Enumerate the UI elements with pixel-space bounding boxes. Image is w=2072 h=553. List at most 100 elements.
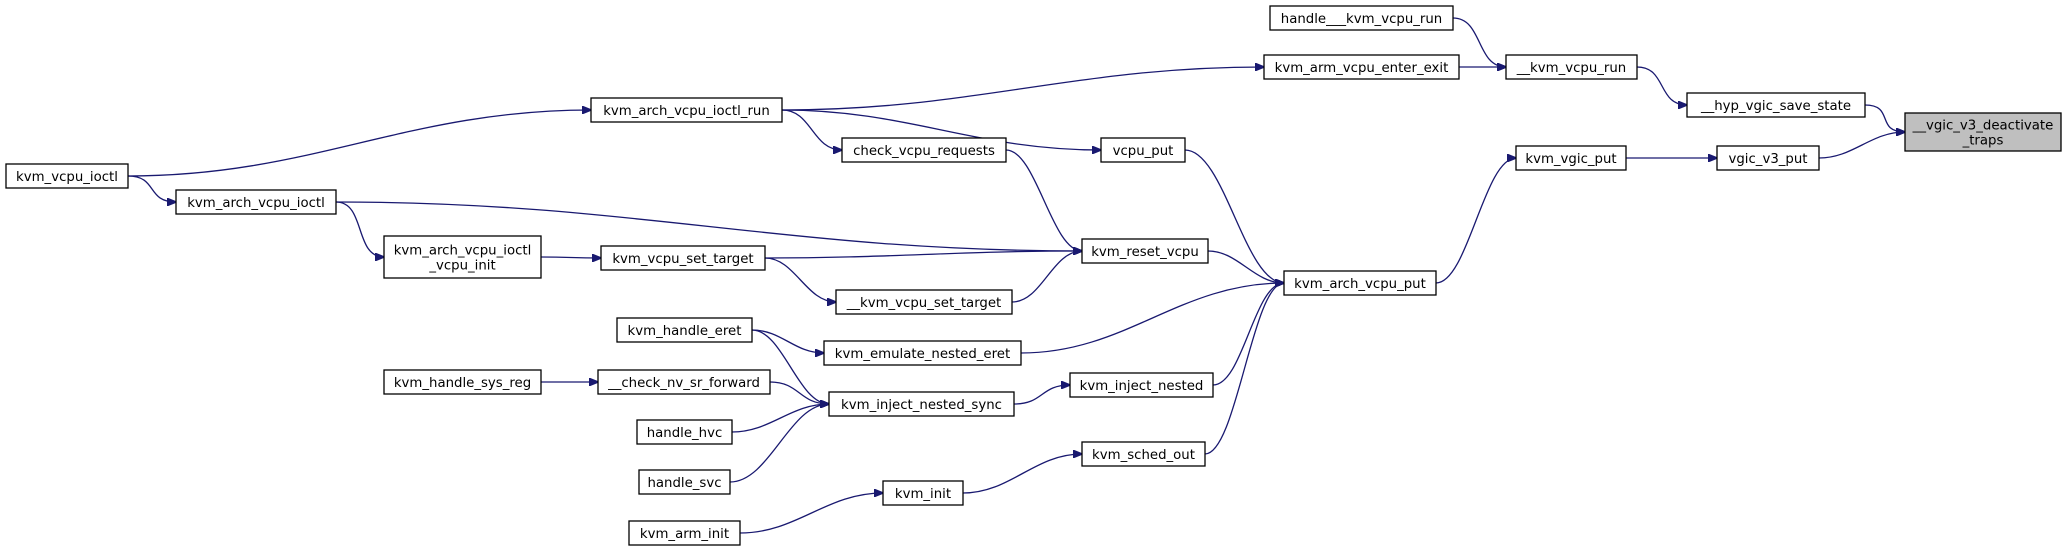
node-vgic-v3-put[interactable]: vgic_v3_put [1716, 145, 1820, 171]
node-box [1515, 145, 1627, 171]
edge-line [1204, 283, 1284, 455]
edge-line [1005, 149, 1082, 251]
edge-line [335, 201, 384, 257]
edge-line [1207, 250, 1284, 283]
edge-line [729, 404, 829, 483]
node-box [383, 235, 542, 279]
node-label: vcpu_put [1113, 144, 1174, 159]
node-kvm-arch-vcpu-ioctl[interactable]: kvm_arch_vcpu_ioctl [175, 189, 337, 215]
edge-line [1020, 283, 1284, 354]
node-label: handle_hvc [647, 426, 723, 441]
node-box [616, 317, 753, 343]
edge-line [335, 201, 1082, 251]
edge-line [1818, 132, 1905, 159]
node-kvm-vcpu-set-target[interactable]: kvm_vcpu_set_target [600, 245, 766, 271]
node-box [383, 369, 542, 395]
edge-hyp-vgic-save-state-to-deactivate-traps [1864, 104, 1905, 132]
edge-kvm-arch-vcpu-ioctl-run-to-check-vcpu-requests [781, 109, 842, 150]
edge-kvm-arch-vcpu-ioctl-vcpu-init-to-kvm-vcpu-set-target [540, 257, 601, 258]
node-kvm-init[interactable]: kvm_init [882, 480, 964, 506]
edge-kvm-inject-nested-to-kvm-arch-vcpu-put [1212, 283, 1284, 386]
node-kvm-sched-out[interactable]: kvm_sched_out [1081, 441, 1206, 467]
node-box [1904, 112, 2062, 152]
node-handle-svc[interactable]: handle_svc [638, 469, 731, 495]
node-label: __vgic_v3_deactivate [1912, 119, 2054, 134]
edge-line [1452, 17, 1506, 67]
node-kvm-inject-nested-sync[interactable]: kvm_inject_nested_sync [828, 391, 1015, 417]
edge-vgic-v3-put-to-deactivate-traps [1818, 132, 1905, 159]
edge-line [1212, 283, 1284, 386]
nodes-layer: __vgic_v3_deactivate_traps __hyp_vgic_sav… [5, 5, 2062, 546]
node-kvm-vcpu-ioctl[interactable]: kvm_vcpu_ioctl [5, 163, 129, 189]
node-box [828, 391, 1015, 417]
node-kvm-arm-init[interactable]: kvm_arm_init [628, 520, 741, 546]
edge-line [764, 251, 1082, 259]
node-vcpu-put[interactable]: vcpu_put [1100, 137, 1186, 163]
node-box [1686, 92, 1866, 118]
edge-handle-kvm-vcpu-run-to-kvm-vcpu-run-inner [1452, 17, 1506, 67]
edge-line [1013, 385, 1070, 405]
node-kvm-emulate-nested-eret[interactable]: kvm_emulate_nested_eret [823, 340, 1022, 366]
node-hyp-vgic-save-state[interactable]: __hyp_vgic_save_state [1686, 92, 1866, 118]
node-box [1069, 372, 1214, 398]
node-check-vcpu-requests[interactable]: check_vcpu_requests [841, 137, 1007, 163]
node-kvm-vcpu-set-target-inner[interactable]: __kvm_vcpu_set_target [835, 289, 1013, 315]
edge-kvm-vcpu-set-target-to-kvm-vcpu-set-target-inner [764, 257, 836, 302]
node-label: kvm_inject_nested [1080, 379, 1204, 394]
node-label: kvm_init [895, 487, 951, 502]
edge-line [127, 110, 591, 177]
node-label: kvm_arm_init [640, 527, 729, 542]
node-label: handle___kvm_vcpu_run [1281, 12, 1442, 27]
node-handle-hvc[interactable]: handle_hvc [636, 419, 733, 445]
edge-line [781, 109, 842, 150]
edge-kvm-inject-nested-sync-to-kvm-inject-nested [1013, 385, 1070, 405]
node-box [835, 289, 1013, 315]
node-kvm-vcpu-run-inner[interactable]: __kvm_vcpu_run [1505, 54, 1638, 80]
node-kvm-reset-vcpu[interactable]: kvm_reset_vcpu [1081, 238, 1209, 264]
edge-line [1184, 149, 1284, 283]
node-box [638, 469, 731, 495]
node-kvm-arch-vcpu-put[interactable]: kvm_arch_vcpu_put [1283, 270, 1437, 296]
node-check-nv-sr-forward[interactable]: __check_nv_sr_forward [597, 369, 771, 395]
edge-line [731, 404, 829, 433]
edge-kvm-arch-vcpu-ioctl-run-to-kvm-arm-vcpu-enter-exit [781, 67, 1264, 111]
node-box [1100, 137, 1186, 163]
edge-line [1636, 66, 1687, 105]
edge-kvm-init-to-kvm-sched-out [962, 454, 1082, 494]
node-label: kvm_vgic_put [1525, 152, 1616, 167]
node-box [1081, 238, 1209, 264]
edge-line [751, 329, 829, 404]
edge-kvm-arch-vcpu-ioctl-to-kvm-arch-vcpu-ioctl-vcpu-init [335, 201, 384, 257]
node-kvm-arch-vcpu-ioctl-vcpu-init[interactable]: kvm_arch_vcpu_ioctl_vcpu_init [383, 235, 542, 279]
node-label: kvm_reset_vcpu [1091, 245, 1199, 260]
edge-kvm-vcpu-ioctl-to-kvm-arch-vcpu-ioctl-run [127, 110, 591, 177]
edge-line [540, 257, 601, 258]
node-box [1716, 145, 1820, 171]
node-label: _traps [1962, 134, 2004, 149]
node-kvm-vgic-put[interactable]: kvm_vgic_put [1515, 145, 1627, 171]
node-kvm-handle-eret[interactable]: kvm_handle_eret [616, 317, 753, 343]
node-kvm-handle-sys-reg[interactable]: kvm_handle_sys_reg [383, 369, 542, 395]
edge-handle-hvc-to-kvm-inject-nested-sync [731, 404, 829, 433]
node-deactivate-traps[interactable]: __vgic_v3_deactivate_traps [1904, 112, 2062, 152]
edge-vcpu-put-to-kvm-arch-vcpu-put [1184, 149, 1284, 283]
node-label: __check_nv_sr_forward [607, 376, 760, 391]
node-kvm-arch-vcpu-ioctl-run[interactable]: kvm_arch_vcpu_ioctl_run [590, 97, 783, 123]
node-box [1269, 5, 1454, 31]
node-kvm-inject-nested[interactable]: kvm_inject_nested [1069, 372, 1214, 398]
edge-kvm-arch-vcpu-put-to-kvm-vgic-put [1435, 158, 1516, 284]
node-kvm-arm-vcpu-enter-exit[interactable]: kvm_arm_vcpu_enter_exit [1263, 54, 1460, 80]
edge-line [751, 329, 824, 353]
node-handle-kvm-vcpu-run[interactable]: handle___kvm_vcpu_run [1269, 5, 1454, 31]
node-label: kvm_arch_vcpu_ioctl [394, 244, 532, 259]
node-label: __kvm_vcpu_set_target [846, 296, 1002, 311]
edge-kvm-reset-vcpu-to-kvm-arch-vcpu-put [1207, 250, 1284, 283]
edge-line [1011, 251, 1082, 303]
node-label: kvm_inject_nested_sync [841, 398, 1002, 413]
edge-kvm-arm-init-to-kvm-init [739, 493, 883, 534]
edge-line [127, 175, 176, 202]
node-label: handle_svc [647, 476, 721, 491]
node-box [636, 419, 733, 445]
edge-line [769, 381, 829, 404]
